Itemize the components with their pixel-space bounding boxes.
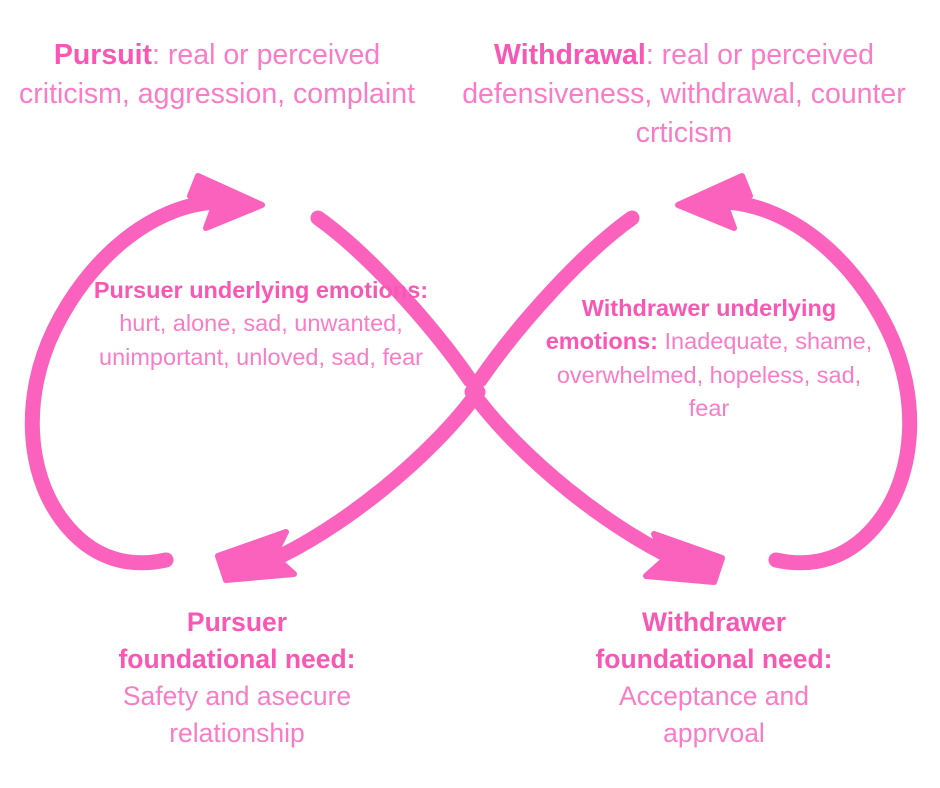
bottom-left-arrow-icon	[215, 529, 297, 583]
bottom-right-arrow-icon	[643, 531, 725, 585]
pursuer-emotions-block: Pursuer underlying emotions: hurt, alone…	[68, 274, 454, 374]
withdrawer-emotions-block: Withdrawer underlying emotions: Inadequa…	[540, 292, 878, 425]
withdrawer-need-body: Acceptance and apprvoal	[618, 681, 810, 749]
withdrawal-separator: :	[645, 39, 662, 71]
left-loop-outer-arc	[24, 194, 223, 571]
pursuit-header: Pursuit: real or perceived criticism, ag…	[10, 36, 424, 114]
pursuer-need-block: Pursuer foundational need: Safety and as…	[112, 604, 362, 752]
withdrawal-label: Withdrawal	[494, 39, 646, 71]
withdrawer-need-label: Withdrawer foundational need:	[595, 607, 833, 675]
withdrawer-need-block: Withdrawer foundational need: Acceptance…	[570, 604, 858, 752]
left-loop-lower-inner-arc	[260, 384, 486, 570]
pursuit-separator: :	[152, 39, 168, 71]
pursuer-emotions-body: hurt, alone, sad, unwanted, unimportant,…	[99, 310, 423, 370]
pursuit-body: real or perceived criticism, aggression,…	[19, 39, 415, 110]
top-left-arrow-icon	[187, 173, 265, 231]
withdrawal-body: real or perceived defensiveness, withdra…	[462, 39, 906, 149]
pursuer-need-body: Safety and asecure relationship	[122, 681, 352, 749]
pursuit-label: Pursuit	[53, 39, 153, 71]
withdrawal-header: Withdrawal: real or perceived defensiven…	[430, 36, 938, 152]
top-right-arrow-icon	[675, 173, 753, 231]
pursuer-need-label: Pursuer foundational need:	[118, 607, 356, 675]
pursuer-emotions-label: Pursuer underlying emotions:	[93, 277, 429, 303]
